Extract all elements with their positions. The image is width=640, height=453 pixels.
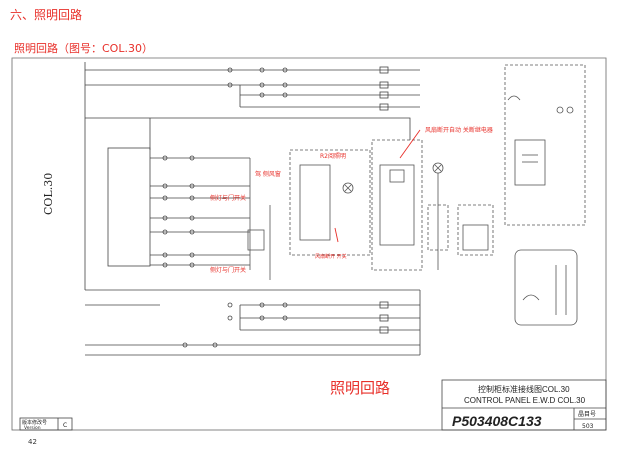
- left-connectors: [162, 155, 195, 268]
- page-number: 42: [28, 438, 37, 446]
- right-lamp-block: [514, 249, 578, 326]
- annotation-side-window: 驾 侧风窗: [255, 170, 281, 178]
- top-connectors: [227, 66, 389, 111]
- sub-title: 照明回路（图号：COL.30）: [14, 42, 153, 55]
- red-annotation-marks: [334, 129, 421, 243]
- center-label: 照明回路: [330, 379, 390, 397]
- relay-module: [371, 139, 444, 271]
- version-value: C: [63, 422, 67, 429]
- sheet-frame: [11, 57, 607, 431]
- sheet-side-label: COL.30: [42, 173, 55, 215]
- top-bus-lines: [84, 62, 420, 150]
- sheet-label: 晶目号: [578, 411, 596, 418]
- title-cn: 控制柜标准接线图COL.30: [478, 384, 570, 394]
- version-label-en: Version: [24, 425, 41, 431]
- annotation-side-light-2: 侧灯与门开关: [210, 266, 246, 274]
- bottom-bus-lines: [85, 290, 421, 356]
- version-label-cn: 版本修改号: [22, 419, 47, 426]
- title-en: CONTROL PANEL E.W.D COL.30: [464, 396, 586, 405]
- annotation-room-light: R2阅照明: [320, 152, 346, 160]
- title-block-frame: [19, 379, 607, 431]
- section-title: 六、照明回路: [10, 8, 83, 22]
- annotation-sensor: 风扇断开 开关: [315, 253, 347, 260]
- sheet-number: 503: [582, 423, 594, 430]
- bottom-connectors: [182, 301, 389, 348]
- right-modules: [427, 204, 494, 256]
- middle-module: [247, 149, 371, 280]
- right-device-block: [504, 64, 586, 226]
- annotation-side-light-1: 侧灯与门开关: [210, 194, 246, 202]
- annotation-fan-relay: 风扇断开自动 关断继电器: [425, 126, 493, 134]
- doc-number: P503408C133: [452, 413, 542, 429]
